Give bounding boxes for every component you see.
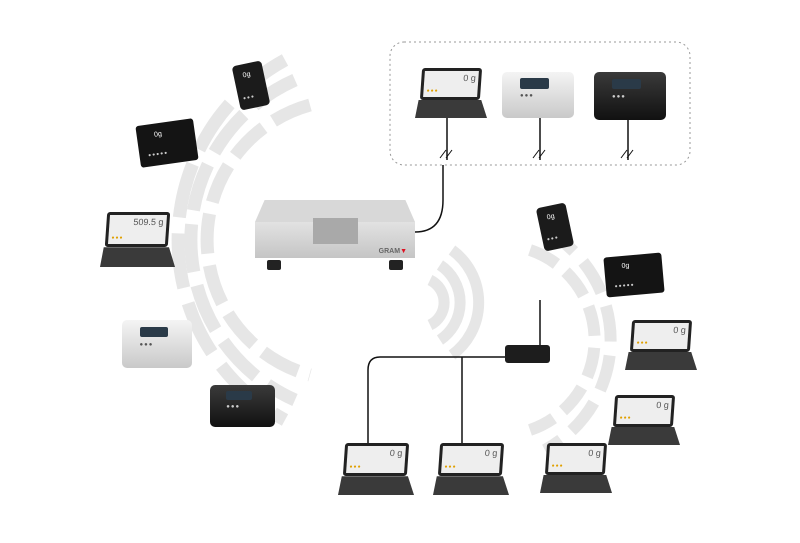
indicator-silver-wired: ●●● [502, 72, 574, 118]
laptop-reading: 0 g [587, 448, 601, 458]
tablet-reading: 0g [621, 262, 630, 271]
wired-group-box [389, 41, 691, 166]
phone-reading: 0g [546, 212, 556, 222]
phone-reading: 0g [242, 71, 252, 80]
buttons-icon: ●●● [349, 464, 362, 471]
buttons-icon: ●●● [636, 340, 649, 346]
laptop-right-3: 0 g ●●● [540, 443, 612, 493]
keypad-icon: ●●● [242, 93, 256, 102]
laptop-reading: 0 g [655, 400, 669, 410]
laptop-bottom-1: 0 g ●●● [338, 443, 414, 495]
keypad-icon: ●●● [139, 341, 154, 348]
keypad-icon: ●●● [520, 92, 534, 99]
platform-scale: GRAM▼ [255, 200, 415, 270]
laptop-reading: 509.5 g [133, 217, 164, 227]
wifi-arcs-center [427, 245, 485, 360]
wifi-router [505, 345, 550, 363]
buttons-icon: ●●● [551, 463, 564, 469]
laptop-wired: 0 g ●●● [415, 68, 487, 118]
laptop-right-1: 0 g ●●● [625, 320, 697, 370]
cut-marks [439, 149, 634, 159]
laptop-right-2: 0 g ●●● [608, 395, 680, 445]
indicator-silver-left: ●●● [122, 320, 192, 368]
laptop-reading: 0 g [462, 73, 476, 83]
buttons-icon: ●●● [619, 415, 632, 421]
keypad-icon: ●●●●● [614, 281, 635, 290]
laptop-reading: 0 g [672, 325, 686, 335]
tablet-left: 0g ●●●●● [135, 118, 199, 168]
keypad-icon: ●●● [226, 403, 241, 410]
keypad-icon: ●●● [612, 93, 626, 100]
laptop-bottom-2: 0 g ●●● [433, 443, 509, 495]
keypad-icon: ●●●●● [147, 150, 169, 160]
buttons-icon: ●●● [426, 88, 439, 94]
laptop-left: 509.5 g ●●● [100, 212, 175, 267]
tablet-right: 0g ●●●●● [603, 252, 665, 298]
wires [367, 115, 629, 445]
indicator-black-left: ●●● [210, 385, 275, 427]
wifi-arcs-left [171, 54, 312, 426]
buttons-icon: ●●● [444, 464, 457, 471]
tablet-reading: 0g [153, 130, 163, 139]
laptop-reading: 0 g [389, 448, 403, 458]
laptop-reading: 0 g [484, 448, 498, 458]
indicator-black-wired: ●●● [594, 72, 666, 120]
buttons-icon: ●●● [111, 235, 124, 242]
wifi-arcs-right [528, 224, 617, 456]
brand-logo: GRAM▼ [378, 248, 407, 255]
keypad-icon: ●●● [546, 234, 560, 243]
